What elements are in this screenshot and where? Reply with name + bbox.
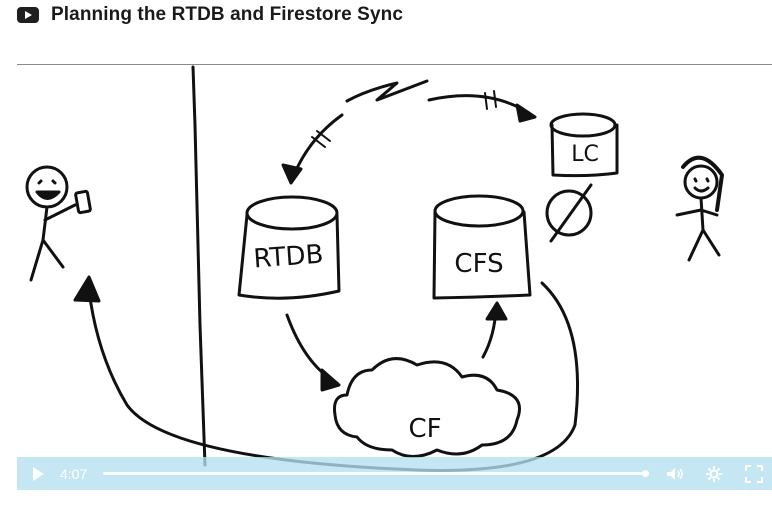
cf-label: CF xyxy=(408,414,441,444)
cfs-label: CFS xyxy=(454,249,503,279)
time-display: 4:07 xyxy=(60,465,88,482)
cfs-cylinder xyxy=(432,194,532,300)
progress-knob[interactable] xyxy=(642,470,650,477)
whiteboard-drawing: RTDB CFS LC CF xyxy=(25,65,724,472)
rtdb-cylinder xyxy=(237,195,341,300)
progress-bar[interactable] xyxy=(103,470,650,477)
cf-cloud xyxy=(333,357,521,458)
stick-figure-right xyxy=(675,155,724,262)
lesson-title: Planning the RTDB and Firestore Sync xyxy=(51,4,403,25)
video-icon xyxy=(17,7,39,23)
lc-cylinder xyxy=(549,112,619,178)
stick-figure-left xyxy=(25,165,92,282)
lesson-header: Planning the RTDB and Firestore Sync xyxy=(17,2,403,28)
null-symbol xyxy=(545,183,593,243)
lc-label: LC xyxy=(571,142,599,167)
header-divider xyxy=(17,64,772,65)
settings-icon[interactable] xyxy=(703,463,725,485)
video-player[interactable]: RTDB CFS LC CF 4:07 xyxy=(17,65,772,490)
video-controls: 4:07 xyxy=(17,457,772,490)
volume-icon[interactable] xyxy=(663,463,685,485)
rtdb-label: RTDB xyxy=(253,240,325,275)
control-icons xyxy=(663,463,765,485)
fullscreen-icon[interactable] xyxy=(743,463,765,485)
play-icon[interactable] xyxy=(33,466,44,481)
